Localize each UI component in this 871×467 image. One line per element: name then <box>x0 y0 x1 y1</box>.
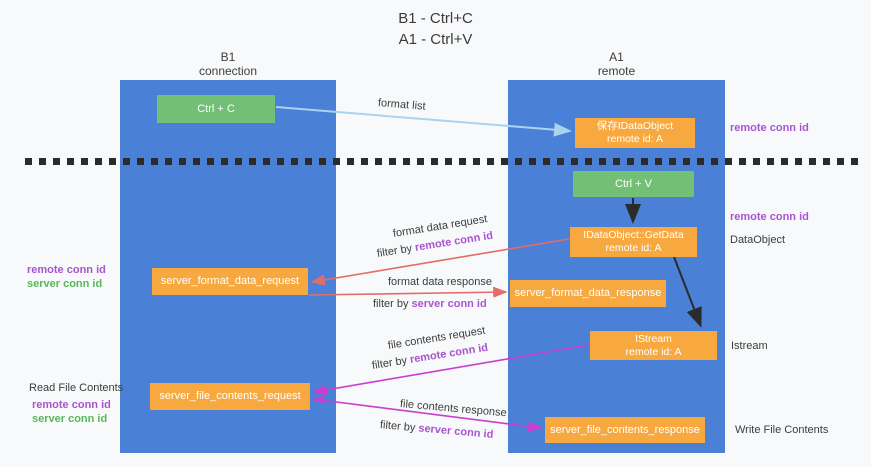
read-file-contents-annotation: Read File Contents <box>29 382 124 394</box>
format-data-response-label: format data response <box>388 276 492 288</box>
title-line-1: B1 - Ctrl+C <box>398 10 473 27</box>
filter-by-server-conn-id-label-2: filter by server conn id <box>379 419 493 441</box>
save-dataobject-line2: remote id: A <box>606 133 664 145</box>
server-format-data-request-label: server_format_data_request <box>160 275 300 287</box>
diagram-title: B1 - Ctrl+C A1 - Ctrl+V <box>0 8 871 50</box>
ctrl-c-box: Ctrl + C <box>157 95 275 123</box>
right-column-header: A1 remote <box>508 50 725 78</box>
server-format-data-response-box: server_format_data_response <box>510 280 666 307</box>
remote-conn-id-annotation-mid-right: remote conn id <box>730 211 809 223</box>
ctrl-v-box: Ctrl + V <box>573 171 694 197</box>
server-conn-id-annotation-bottom-left: server conn id <box>32 413 108 425</box>
remote-conn-id-annotation-top-right: remote conn id <box>730 122 809 134</box>
server-conn-id-text: server conn id <box>417 422 494 441</box>
phase-separator-dashed-line <box>25 158 863 165</box>
arrow-format-data-response <box>308 286 508 298</box>
filter-by-server-conn-id-label-1: filter by server conn id <box>373 298 487 310</box>
server-format-data-response-label: server_format_data_response <box>514 287 662 299</box>
right-column-name: A1 <box>609 50 624 64</box>
left-column-name: B1 <box>220 50 236 64</box>
remote-conn-id-annotation-bottom-left: remote conn id <box>32 399 111 411</box>
getdata-line2: remote id: A <box>605 242 662 254</box>
getdata-line1: IDataObject::GetData <box>583 229 684 241</box>
save-dataobject-line1: 保存IDataObject <box>596 120 674 132</box>
save-dataobject-box: 保存IDataObject remote id: A <box>575 118 695 148</box>
server-file-contents-request-box: server_file_contents_request <box>150 383 310 410</box>
istream-line1: IStream <box>635 332 672 345</box>
server-file-contents-request-label: server_file_contents_request <box>159 390 301 402</box>
left-column-header: B1 connection <box>120 50 336 78</box>
title-line-2: A1 - Ctrl+V <box>398 31 473 48</box>
getdata-box: IDataObject::GetData remote id: A <box>570 227 697 257</box>
istream-annotation: Istream <box>731 340 768 352</box>
server-conn-id-text: server conn id <box>411 298 487 310</box>
server-conn-id-annotation-left: server conn id <box>27 278 103 290</box>
write-file-contents-annotation: Write File Contents <box>735 424 829 436</box>
filter-prefix: filter by <box>371 354 411 372</box>
filter-prefix: filter by <box>373 298 412 310</box>
ctrl-v-label: Ctrl + V <box>615 177 652 190</box>
file-contents-response-label: file contents response <box>399 398 508 420</box>
remote-conn-id-annotation-left: remote conn id <box>27 264 106 276</box>
dataobject-annotation: DataObject <box>730 234 786 246</box>
server-file-contents-response-label: server_file_contents_response <box>550 423 700 436</box>
format-list-label: format list <box>377 97 427 113</box>
ctrl-c-label: Ctrl + C <box>197 102 235 115</box>
left-column-role: connection <box>198 64 258 78</box>
istream-box: IStream remote id: A <box>590 331 717 360</box>
right-column-role: remote <box>597 64 636 78</box>
server-file-contents-response-box: server_file_contents_response <box>545 417 705 443</box>
istream-line2: remote id: A <box>625 345 682 358</box>
filter-prefix: filter by <box>379 419 419 435</box>
filter-prefix: filter by <box>376 242 416 260</box>
server-format-data-request-box: server_format_data_request <box>152 268 308 295</box>
